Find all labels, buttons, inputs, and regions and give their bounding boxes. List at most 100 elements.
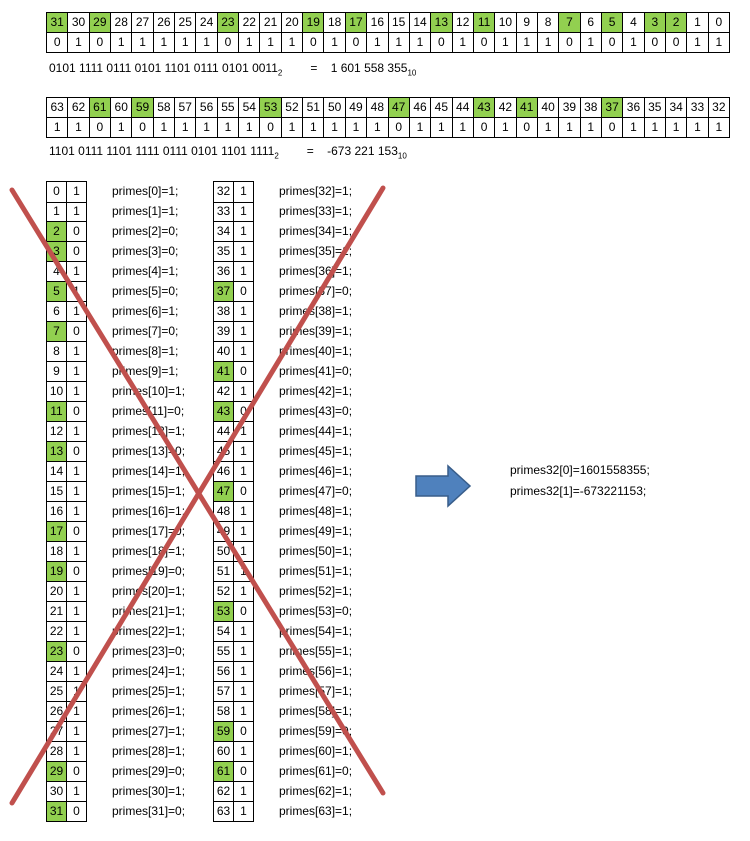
value-cell: 1: [233, 422, 254, 442]
bit-value-cell: 0: [600, 117, 624, 138]
bit-position-cell: 15: [387, 12, 410, 33]
bit-value-cell: 1: [430, 117, 453, 138]
value-cell: 0: [233, 362, 254, 382]
bit-position-cell: 63: [45, 97, 69, 118]
bit-position-cell: 55: [216, 97, 240, 118]
value-cell: 1: [66, 662, 87, 682]
index-cell: 6: [46, 302, 67, 322]
index-cell: 13: [46, 442, 67, 462]
bit-position-cell: 24: [195, 12, 218, 33]
index-cell: 37: [213, 282, 234, 302]
value-cell: 1: [66, 702, 87, 722]
bit-position-cell: 12: [451, 12, 474, 33]
index-cell: 9: [46, 362, 67, 382]
bit-position-cell: 16: [366, 12, 389, 33]
bit-position-cell: 0: [707, 12, 731, 33]
bit-position-cell: 62: [67, 97, 90, 118]
assignment-text: primes[14]=1;: [112, 464, 186, 478]
assignment-text: primes[54]=1;: [279, 624, 353, 638]
value-cell: 1: [66, 542, 87, 562]
assignment-text: primes[42]=1;: [279, 384, 353, 398]
assignment-text: primes[57]=1;: [279, 684, 353, 698]
bit-value-cell: 1: [174, 117, 197, 138]
index-cell: 26: [46, 702, 67, 722]
bit-value-cell: 1: [387, 32, 410, 53]
assignment-text: primes[17]=0;: [112, 524, 186, 538]
bit-value-cell: 1: [707, 117, 731, 138]
bit-value-cell: 1: [686, 117, 709, 138]
index-cell: 41: [213, 362, 234, 382]
value-cell: 1: [233, 442, 254, 462]
bit-position-cell: 61: [88, 97, 112, 118]
bit-position-cell: 21: [259, 12, 282, 33]
assignment-text: primes[25]=1;: [112, 684, 186, 698]
index-cell: 55: [213, 642, 234, 662]
value-cell: 0: [233, 722, 254, 742]
bit-value-cell: 1: [259, 32, 282, 53]
value-cell: 1: [66, 782, 87, 802]
bit-value-cell: 0: [643, 32, 666, 53]
index-cell: 56: [213, 662, 234, 682]
value-cell: 1: [233, 262, 254, 282]
bit-value-cell: 0: [131, 117, 154, 138]
bit-position-cell: 30: [67, 12, 90, 33]
assignment-text: primes[44]=1;: [279, 424, 353, 438]
assignment-text: primes[30]=1;: [112, 784, 186, 798]
value-cell: 1: [66, 342, 87, 362]
index-cell: 53: [213, 602, 234, 622]
assignment-text: primes[48]=1;: [279, 504, 353, 518]
bit-value-cell: 0: [664, 32, 688, 53]
value-cell: 1: [66, 502, 87, 522]
index-cell: 57: [213, 682, 234, 702]
bit-value-cell: 1: [643, 117, 666, 138]
assignment-text: primes[26]=1;: [112, 704, 186, 718]
assignment-text: primes[60]=1;: [279, 744, 353, 758]
bit-value-cell: 1: [174, 32, 197, 53]
value-cell: 1: [233, 302, 254, 322]
bit-value-cell: 0: [515, 117, 538, 138]
bit-position-cell: 22: [238, 12, 261, 33]
value-cell: 1: [66, 202, 87, 222]
bit-value-cell: 1: [664, 117, 688, 138]
value-cell: 1: [66, 682, 87, 702]
bit-value-cell: 0: [472, 117, 496, 138]
index-cell: 5: [46, 282, 67, 302]
bit-value-cell: 1: [302, 117, 325, 138]
bit-value-cell: 1: [110, 117, 133, 138]
arrow-right-icon: [415, 464, 472, 508]
assignment-text: primes[13]=0;: [112, 444, 186, 458]
index-cell: 39: [213, 322, 234, 342]
bit-position-cell: 35: [643, 97, 666, 118]
value-cell: 1: [66, 382, 87, 402]
assignment-text: primes[7]=0;: [112, 324, 179, 338]
index-cell: 63: [213, 802, 234, 822]
equals-sign: =: [310, 61, 318, 75]
bit-position-cell: 10: [494, 12, 517, 33]
bit-value-cell: 0: [88, 117, 112, 138]
bit-position-cell: 26: [152, 12, 176, 33]
value-cell: 0: [233, 402, 254, 422]
value-cell: 1: [233, 342, 254, 362]
index-cell: 50: [213, 542, 234, 562]
assignment-text: primes[6]=1;: [112, 304, 179, 318]
bit-position-cell: 54: [238, 97, 261, 118]
index-cell: 36: [213, 262, 234, 282]
assignment-text: primes[41]=0;: [279, 364, 353, 378]
bit-value-cell: 1: [579, 117, 602, 138]
bit-value-cell: 0: [88, 32, 112, 53]
bit-value-cell: 1: [622, 32, 645, 53]
bit-value-cell: 0: [259, 117, 282, 138]
bit-value-cell: 1: [579, 32, 602, 53]
binary-base: 2: [274, 151, 279, 161]
value-cell: 0: [66, 642, 87, 662]
index-cell: 35: [213, 242, 234, 262]
